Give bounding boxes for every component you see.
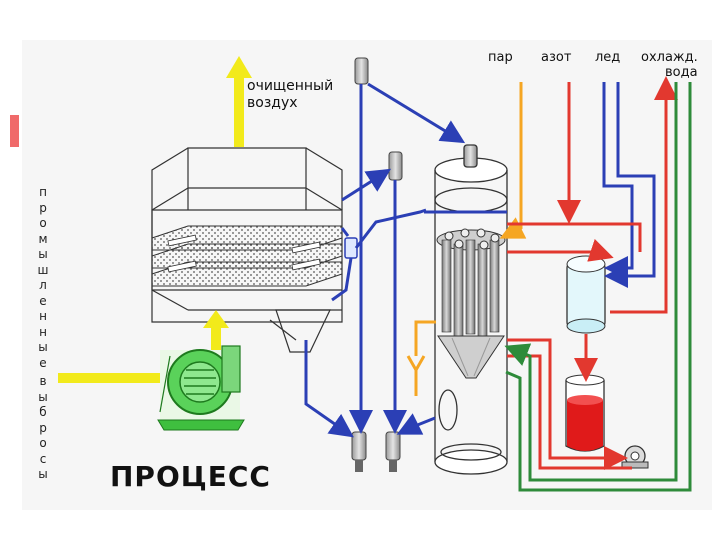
emissions-letter: е [39,293,47,308]
label-ice: лед [595,50,621,65]
emissions-letter: е [39,355,47,370]
label-steam: пар [488,50,513,65]
sensor-bottom-right [385,431,401,472]
clean-air-arrow [226,56,252,147]
emissions-letter: с [39,451,47,466]
emissions-letter: в [39,374,47,388]
label-clean-air-line1: очищенный [247,78,334,94]
sensor-top [354,57,369,85]
emissions-letter: о [39,436,47,450]
sensor-mid [388,151,403,181]
collection-vessel [565,374,605,452]
emissions-letter: р [39,420,47,435]
orange-pipes [406,82,527,396]
label-cooling-water-line1: охлажд. [641,50,698,65]
label-clean-air-line2: воздух [247,95,298,111]
emissions-letter: л [39,278,47,292]
label-nitrogen: азот [541,50,572,65]
fan-to-scrubber-arrow [203,310,229,354]
emissions-letter: м [38,231,48,246]
label-industrial-emissions: п р о м ы ш л е н н ы е в ы б р о с ы [36,185,50,483]
emissions-letter: п [39,185,47,199]
emissions-letter: ш [37,262,49,277]
filter-trays [151,225,343,287]
emissions-letter: н [39,324,47,339]
pump [621,445,649,469]
scrubber-housing [151,147,343,353]
condenser-column [434,144,508,475]
slide-panel [22,40,712,510]
emissions-letter: ы [38,247,48,261]
emissions-letter: ы [38,389,48,404]
label-process: ПРОЦЕСС [110,460,271,493]
sensor-bottom-left [351,431,367,472]
emissions-letter: ы [38,467,48,481]
emissions-letter: о [39,216,47,230]
label-cooling-water-line2: вода [665,65,698,80]
receiver-tank [566,255,606,334]
tube-bundle [436,228,506,379]
emissions-letter: р [39,200,47,215]
blue-pipes [304,82,656,438]
valve-blue [344,237,358,259]
green-pipes [504,82,692,492]
emissions-letter: н [39,309,47,323]
emissions-letter: ы [38,340,48,354]
emissions-letter: б [39,405,47,419]
accent-bar [10,115,19,147]
label-clean-air: очищенный воздух [247,78,333,112]
fan-blower [157,345,245,431]
